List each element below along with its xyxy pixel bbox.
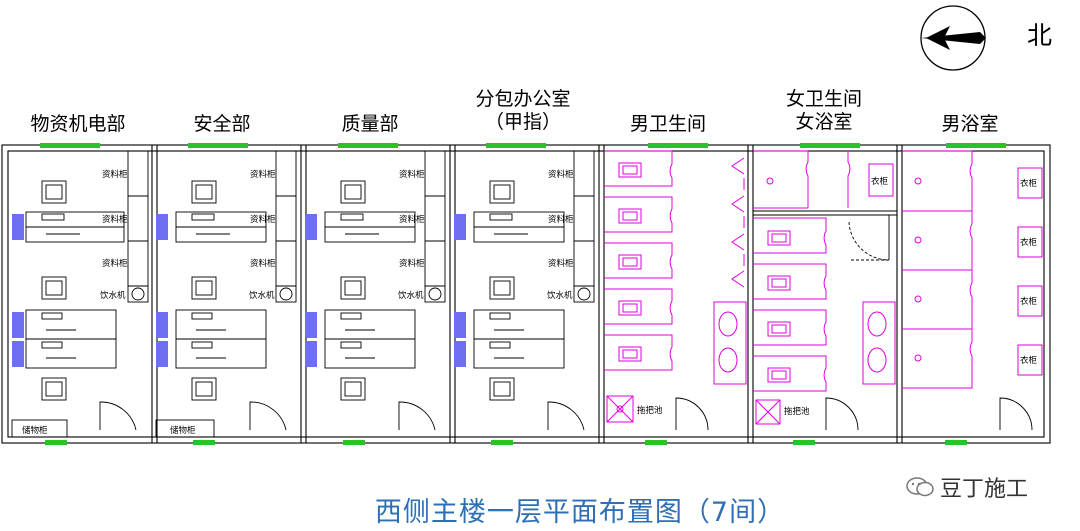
room-name: 质量部 [341, 113, 399, 135]
window [645, 440, 667, 445]
cabinet-label: 资料柜 [548, 258, 574, 269]
window [40, 143, 100, 148]
mens-shower-fixtures [902, 150, 1043, 389]
cabinet-label: 资料柜 [548, 169, 574, 180]
storage-label: 储物柜 [170, 425, 196, 436]
window [188, 143, 248, 148]
office-room-3 [305, 150, 446, 431]
window [945, 440, 967, 445]
locker-label: 衣柜 [1020, 178, 1038, 189]
cabinet-label: 资料柜 [250, 214, 276, 225]
room-name: 物资机电部 [30, 113, 126, 135]
mop-label: 拖把池 [637, 405, 663, 416]
dispenser-label: 饮水机 [547, 290, 573, 301]
room-label-3: 质量部 [308, 113, 432, 136]
north-label: 北 [1027, 21, 1053, 50]
room-name: 男浴室 [941, 113, 999, 135]
locker-label: 衣柜 [1020, 237, 1038, 248]
window [343, 440, 365, 445]
room-label-1: 物资机电部 [20, 113, 136, 136]
watermark: 豆丁施工 [906, 471, 1028, 503]
room-label-6: 女卫生间 女浴室 [762, 88, 886, 134]
cabinet-label: 资料柜 [399, 214, 425, 225]
cabinet-label: 资料柜 [102, 258, 128, 269]
locker-label: 衣柜 [1020, 355, 1038, 366]
dispenser-label: 饮水机 [100, 290, 126, 301]
cabinet-label: 资料柜 [102, 169, 128, 180]
womens-toilet-fixtures [753, 150, 896, 425]
plan-caption: 西侧主楼一层平面布置图（7间） [374, 497, 786, 528]
compass-icon [920, 5, 986, 71]
cabinet-label: 资料柜 [250, 169, 276, 180]
cabinet-label: 资料柜 [399, 169, 425, 180]
cabinet-label: 资料柜 [250, 258, 276, 269]
room-name-line2: （甲指） [484, 111, 561, 133]
storage-label: 储物柜 [22, 425, 48, 436]
room-label-2: 安全部 [160, 113, 284, 136]
cabinet-label: 资料柜 [548, 214, 574, 225]
room-label-7: 男浴室 [908, 113, 1032, 136]
window [338, 143, 398, 148]
locker-label: 衣柜 [1020, 296, 1038, 307]
dispenser-label: 饮水机 [249, 290, 275, 301]
room-label-4: 分包办公室 （甲指） [456, 88, 590, 134]
window [946, 143, 1006, 148]
room-name-line2: 女浴室 [795, 111, 853, 133]
office-room-2 [155, 150, 297, 438]
window [491, 440, 513, 445]
cabinet-label: 资料柜 [399, 258, 425, 269]
window [486, 143, 546, 148]
window [800, 143, 860, 148]
locker-label: 衣柜 [871, 176, 889, 187]
window [648, 143, 708, 148]
watermark-text: 豆丁施工 [940, 477, 1029, 502]
window [793, 440, 815, 445]
wechat-icon [906, 477, 934, 497]
room-name: 分包办公室 [475, 88, 571, 110]
office-room-1 [11, 150, 149, 438]
room-name: 安全部 [193, 113, 251, 135]
room-name: 女卫生间 [785, 88, 862, 110]
window [45, 440, 67, 445]
room-label-5: 男卫生间 [606, 113, 730, 136]
room-name: 男卫生间 [629, 113, 706, 135]
mop-label: 拖把池 [784, 406, 810, 417]
office-room-4 [454, 150, 595, 431]
mens-toilet-fixtures [604, 150, 747, 423]
window [193, 440, 215, 445]
cabinet-label: 资料柜 [102, 214, 128, 225]
dispenser-label: 饮水机 [398, 290, 424, 301]
